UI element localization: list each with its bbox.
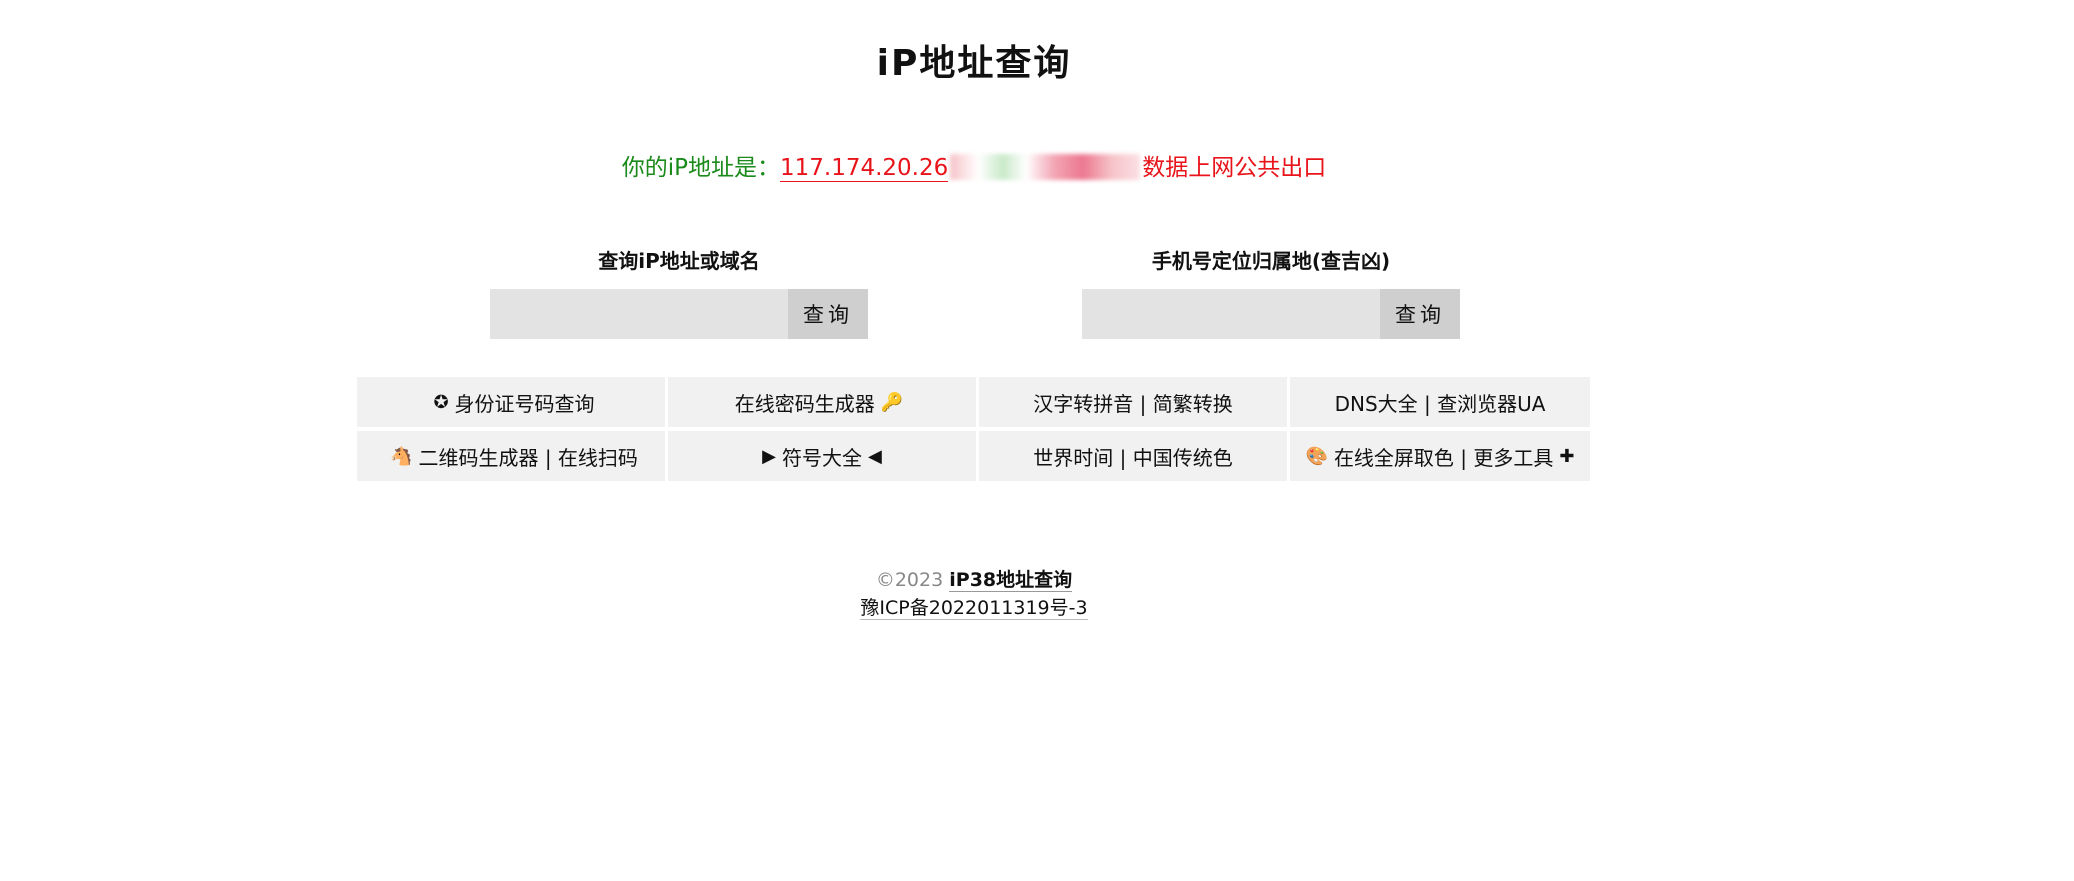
play-left-icon: ◀ bbox=[868, 445, 882, 467]
tool-world-time[interactable]: 世界时间 | 中国传统色 bbox=[979, 431, 1287, 481]
ip-search-block: 查询iP地址或域名 查询 bbox=[490, 247, 868, 339]
tool-label: 身份证号码查询 bbox=[454, 391, 595, 416]
tool-id-card-lookup[interactable]: ✪身份证号码查询 bbox=[357, 377, 665, 427]
phone-search-label: 手机号定位归属地(查吉凶) bbox=[1151, 249, 1391, 273]
phone-search-row: 查询 bbox=[1082, 289, 1460, 339]
phone-search-button[interactable]: 查询 bbox=[1380, 289, 1460, 339]
plus-icon: ✚ bbox=[1559, 445, 1575, 467]
tool-symbols[interactable]: ▶ 符号大全 ◀ bbox=[668, 431, 976, 481]
tool-label: DNS大全 | 查浏览器UA bbox=[1334, 391, 1546, 416]
ip-search-label: 查询iP地址或域名 bbox=[598, 249, 760, 273]
tool-label: 在线全屏取色 | 更多工具 bbox=[1333, 445, 1554, 470]
key-icon: 🔑 bbox=[880, 391, 904, 413]
phone-search-block: 手机号定位归属地(查吉凶) 查询 bbox=[1082, 247, 1460, 339]
ip-info-line: 你的iP地址是：117.174.20.26 数据上网公共出口 bbox=[0, 148, 1948, 182]
tools-grid: ✪身份证号码查询 在线密码生成器🔑 汉字转拼音 | 简繁转换 DNS大全 | 查… bbox=[357, 377, 1593, 481]
redacted-location bbox=[950, 154, 1141, 180]
ip-search-button[interactable]: 查询 bbox=[788, 289, 868, 339]
star-circle-icon: ✪ bbox=[433, 391, 449, 413]
ip-info-suffix: 数据上网公共出口 bbox=[1142, 155, 1327, 181]
phone-search-input[interactable] bbox=[1082, 289, 1380, 339]
tool-label: 在线密码生成器 bbox=[734, 391, 875, 416]
copyright-text: ©2023 bbox=[875, 569, 944, 591]
palette-icon: 🎨 bbox=[1305, 445, 1328, 467]
tool-dns-ua[interactable]: DNS大全 | 查浏览器UA bbox=[1290, 377, 1590, 427]
tool-color-picker[interactable]: 🎨在线全屏取色 | 更多工具✚ bbox=[1290, 431, 1590, 481]
tool-password-generator[interactable]: 在线密码生成器🔑 bbox=[668, 377, 976, 427]
tool-label: 二维码生成器 | 在线扫码 bbox=[418, 445, 638, 470]
ip-search-row: 查询 bbox=[490, 289, 868, 339]
ip-info-prefix: 你的iP地址是： bbox=[621, 155, 780, 181]
tool-pinyin-convert[interactable]: 汉字转拼音 | 简繁转换 bbox=[979, 377, 1287, 427]
footer: ©2023 iP38地址查询 豫ICP备2022011319号-3 bbox=[0, 566, 1948, 622]
tool-label: 世界时间 | 中国传统色 bbox=[1033, 445, 1233, 470]
horse-icon: 🐴 bbox=[390, 445, 413, 467]
play-right-icon: ▶ bbox=[762, 445, 776, 467]
page-title: iP地址查询 bbox=[876, 43, 1072, 84]
footer-icp-line: 豫ICP备2022011319号-3 bbox=[0, 594, 1948, 622]
tool-label: 汉字转拼音 | 简繁转换 bbox=[1033, 391, 1233, 416]
site-name-link[interactable]: iP38地址查询 bbox=[949, 569, 1073, 592]
tool-label: 符号大全 bbox=[782, 445, 862, 470]
footer-copyright-line: ©2023 iP38地址查询 bbox=[0, 566, 1948, 594]
icp-link[interactable]: 豫ICP备2022011319号-3 bbox=[860, 597, 1088, 620]
tool-qrcode[interactable]: 🐴二维码生成器 | 在线扫码 bbox=[357, 431, 665, 481]
ip-address-link[interactable]: 117.174.20.26 bbox=[779, 155, 949, 182]
ip-search-input[interactable] bbox=[490, 289, 788, 339]
